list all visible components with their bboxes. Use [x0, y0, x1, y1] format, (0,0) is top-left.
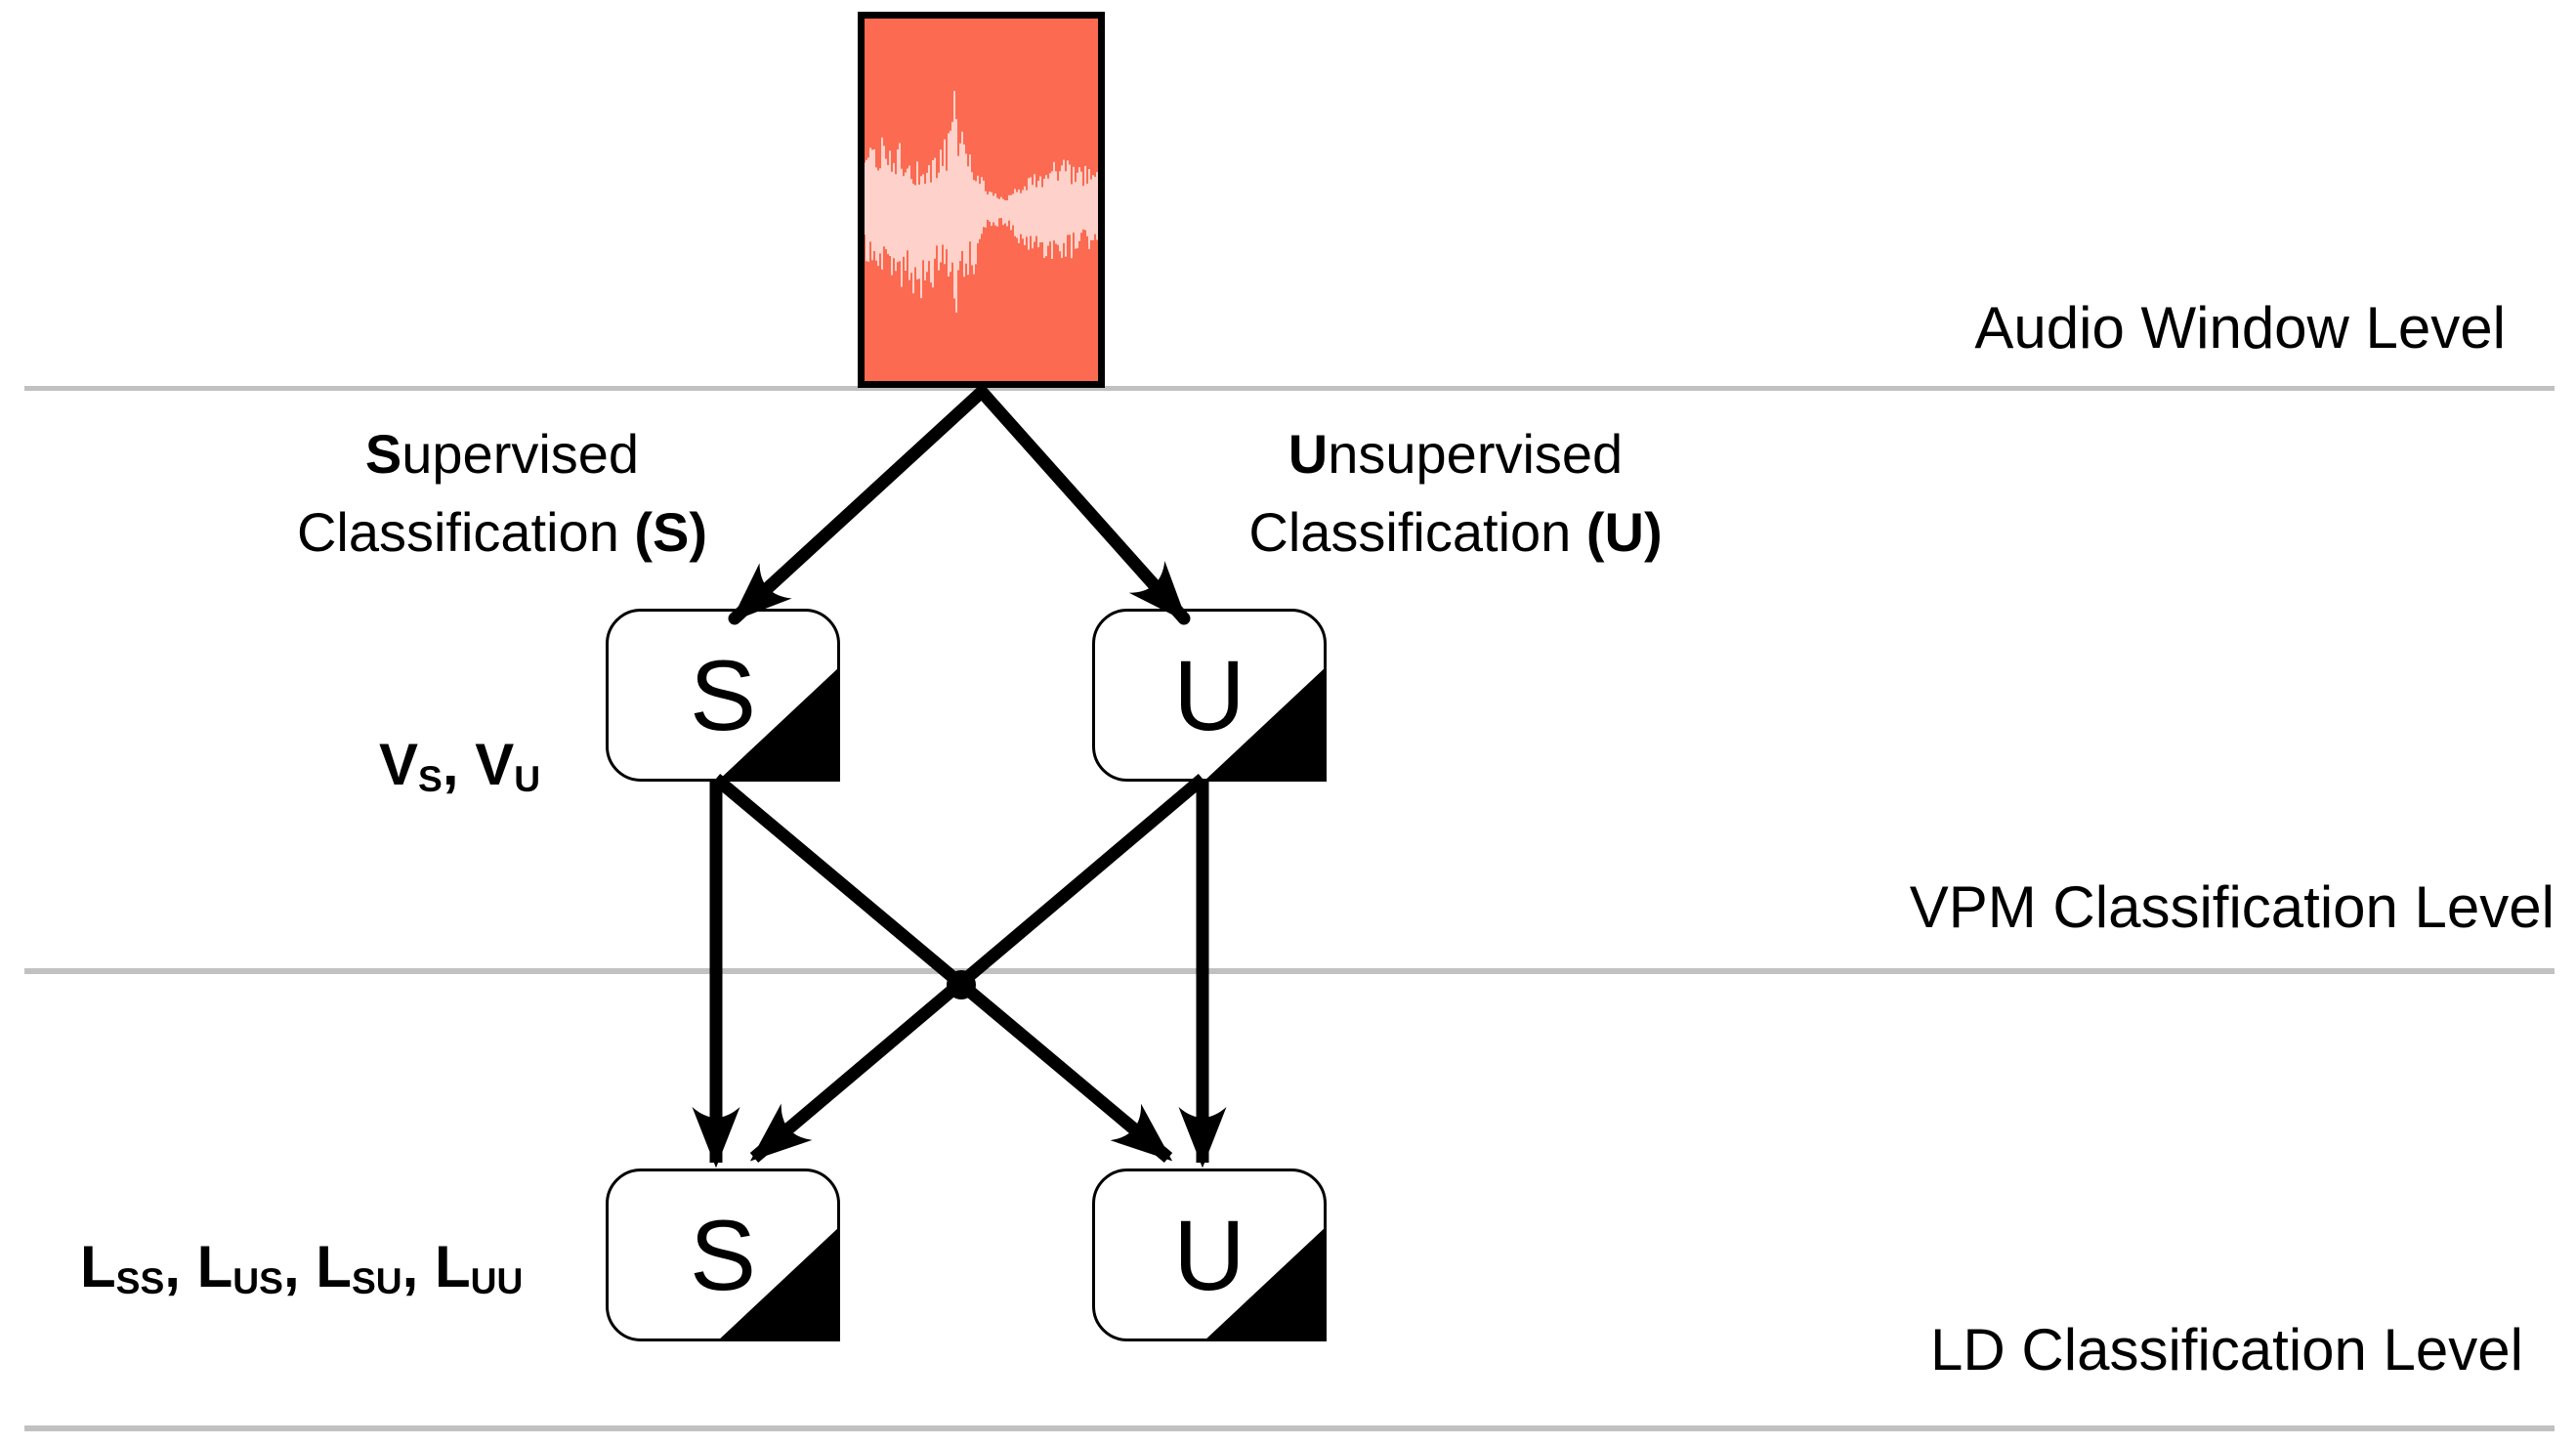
vpm-outputs-label: VS, VU	[379, 732, 541, 799]
audio-waveform-graphic	[865, 91, 1098, 313]
unsupervised-line1: Unsupervised	[1288, 423, 1624, 485]
supervised-branch-label: Supervised Classification (S)	[238, 415, 766, 572]
node-letter: U	[1173, 639, 1246, 751]
arrow-audio-to-vpm-s	[728, 385, 989, 625]
node-vpm-supervised: S	[606, 609, 840, 782]
supervised-line1: Supervised	[364, 423, 640, 485]
level-label-audio-window: Audio Window Level	[1974, 295, 2506, 361]
unsupervised-line2: Classification (U)	[1248, 501, 1663, 563]
level-label-ld-classification: LD Classification Level	[1930, 1317, 2523, 1382]
node-letter: S	[689, 639, 757, 751]
arrow-audio-to-vpm-u	[975, 385, 1191, 625]
node-vpm-unsupervised: U	[1092, 609, 1327, 782]
supervised-line2: Classification (S)	[296, 501, 708, 563]
ld-outputs-label: LSS, LUS, LSU, LUU	[80, 1234, 524, 1301]
audio-window-box	[858, 12, 1105, 388]
node-letter: U	[1173, 1199, 1246, 1311]
node-ld-supervised: S	[606, 1169, 840, 1341]
node-letter: S	[689, 1199, 757, 1311]
unsupervised-branch-label: Unsupervised Classification (U)	[1192, 415, 1719, 572]
separator-ld-level	[24, 1425, 2555, 1431]
level-label-vpm-classification: VPM Classification Level	[1909, 874, 2555, 940]
separator-audio-level	[24, 386, 2555, 391]
node-ld-unsupervised: U	[1092, 1169, 1327, 1341]
separator-vpm-level	[24, 968, 2555, 974]
crossing-junction-dot	[947, 970, 976, 999]
